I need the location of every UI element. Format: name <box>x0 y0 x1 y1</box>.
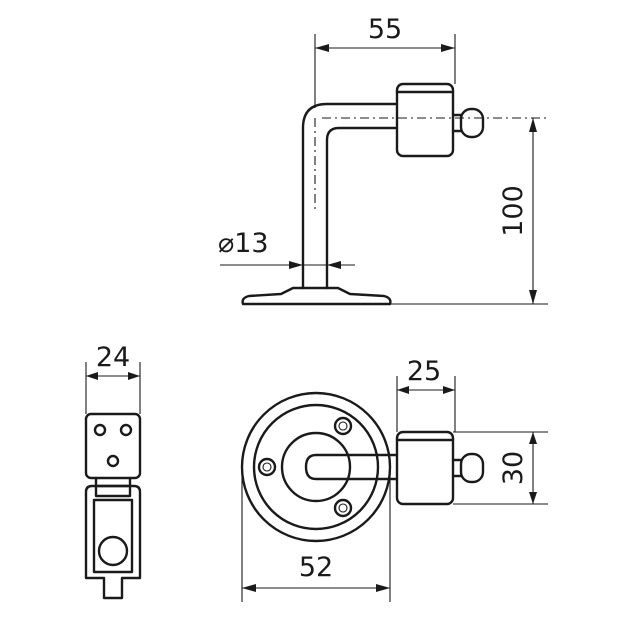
side-stopper-knob <box>459 107 485 139</box>
plan-base-outer <box>240 391 392 543</box>
dim-55-arrow-left <box>315 44 329 52</box>
dim-25-arrow-right <box>443 386 455 394</box>
dim-52-label: 52 <box>299 552 333 583</box>
dim-30-label: 30 <box>498 451 529 485</box>
dim-25-arrow-left <box>397 386 409 394</box>
dim-100-arrow-bottom <box>529 290 537 304</box>
plan-stopper-body <box>395 430 455 506</box>
side-stopper-neck <box>451 113 463 133</box>
bracket-bottom-plate <box>84 484 142 600</box>
dim-24-arrow-right <box>128 372 140 380</box>
side-view: 55 100 ⌀13 <box>218 14 548 306</box>
plan-stopper-knob <box>459 452 485 484</box>
plan-screw-1 <box>333 416 353 436</box>
bracket-hole-3 <box>106 454 120 468</box>
dim-52-arrow-left <box>242 584 256 592</box>
dim-d13-arrow-right <box>327 261 341 269</box>
plan-screw-1-inner <box>338 421 348 431</box>
dim-100-label: 100 <box>498 185 529 237</box>
plan-view: 25 30 52 <box>240 356 548 602</box>
bracket-hole-2 <box>119 423 133 437</box>
plan-screw-2 <box>257 457 277 477</box>
dim-55-arrow-right <box>441 44 455 52</box>
dim-25-label: 25 <box>407 356 441 387</box>
dim-d13-label: ⌀13 <box>218 228 269 259</box>
dim-55-label: 55 <box>368 14 402 45</box>
plan-boss <box>280 431 352 503</box>
plan-arm <box>304 453 399 481</box>
side-tube-inner <box>325 126 399 290</box>
plan-screw-2-inner <box>262 462 272 472</box>
plan-screw-3-inner <box>338 503 348 513</box>
side-tube <box>301 102 399 290</box>
dim-24-arrow-left <box>86 372 98 380</box>
plan-screw-3 <box>333 498 353 518</box>
side-base-plate <box>241 286 392 306</box>
dim-30-arrow-top <box>529 432 537 444</box>
plan-stopper-neck <box>451 458 463 478</box>
dim-d13-arrow-left <box>289 261 303 269</box>
dim-52-arrow-right <box>376 584 390 592</box>
bracket-round-hole <box>97 535 129 567</box>
side-stopper-body <box>395 82 455 158</box>
bracket-slot <box>92 498 134 574</box>
dim-100-arrow-top <box>529 118 537 132</box>
bracket-hole-1 <box>93 423 107 437</box>
bracket-view: 24 <box>84 342 142 600</box>
dim-30-arrow-bottom <box>529 492 537 504</box>
dim-24-label: 24 <box>96 342 130 373</box>
bracket-top-plate <box>84 412 142 480</box>
plan-base-inner <box>252 403 380 531</box>
